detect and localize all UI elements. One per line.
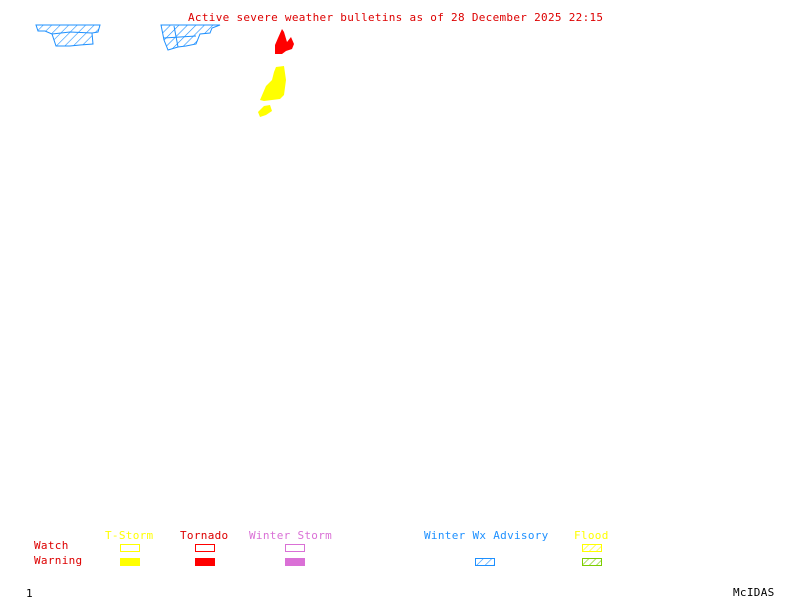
mcidas-brand: McIDAS <box>733 586 775 599</box>
flood-warning-swatch <box>582 558 602 566</box>
tstorm-warning-swatch <box>120 558 140 566</box>
legend-header-tornado: Tornado <box>180 529 229 542</box>
winter-storm-warning-swatch <box>285 558 305 566</box>
legend-row-label-warning: Warning <box>34 554 83 567</box>
tstorm-warning-area-1 <box>260 66 286 101</box>
legend-row-label-watch: Watch <box>34 539 69 552</box>
winter-wx-advisory-swatch <box>475 558 495 566</box>
tornado-watch-swatch <box>195 544 215 552</box>
legend-header-winter-storm: Winter Storm <box>249 529 333 542</box>
winter-advisory-area-1 <box>35 24 101 47</box>
legend-header-tstorm: T-Storm <box>105 529 154 542</box>
legend-header-winter-wx-advisory: Winter Wx Advisory <box>424 529 549 542</box>
bulletin-title: Active severe weather bulletins as of 28… <box>188 11 604 24</box>
flood-watch-swatch <box>582 544 602 552</box>
frame-number: 1 <box>26 587 33 600</box>
tornado-warning-swatch <box>195 558 215 566</box>
tstorm-watch-swatch <box>120 544 140 552</box>
winter-advisory-area-2 <box>160 24 221 51</box>
tornado-warning-area <box>275 29 294 54</box>
tstorm-warning-area-2 <box>258 105 272 117</box>
legend-header-flood: Flood <box>574 529 609 542</box>
winter-storm-watch-swatch <box>285 544 305 552</box>
